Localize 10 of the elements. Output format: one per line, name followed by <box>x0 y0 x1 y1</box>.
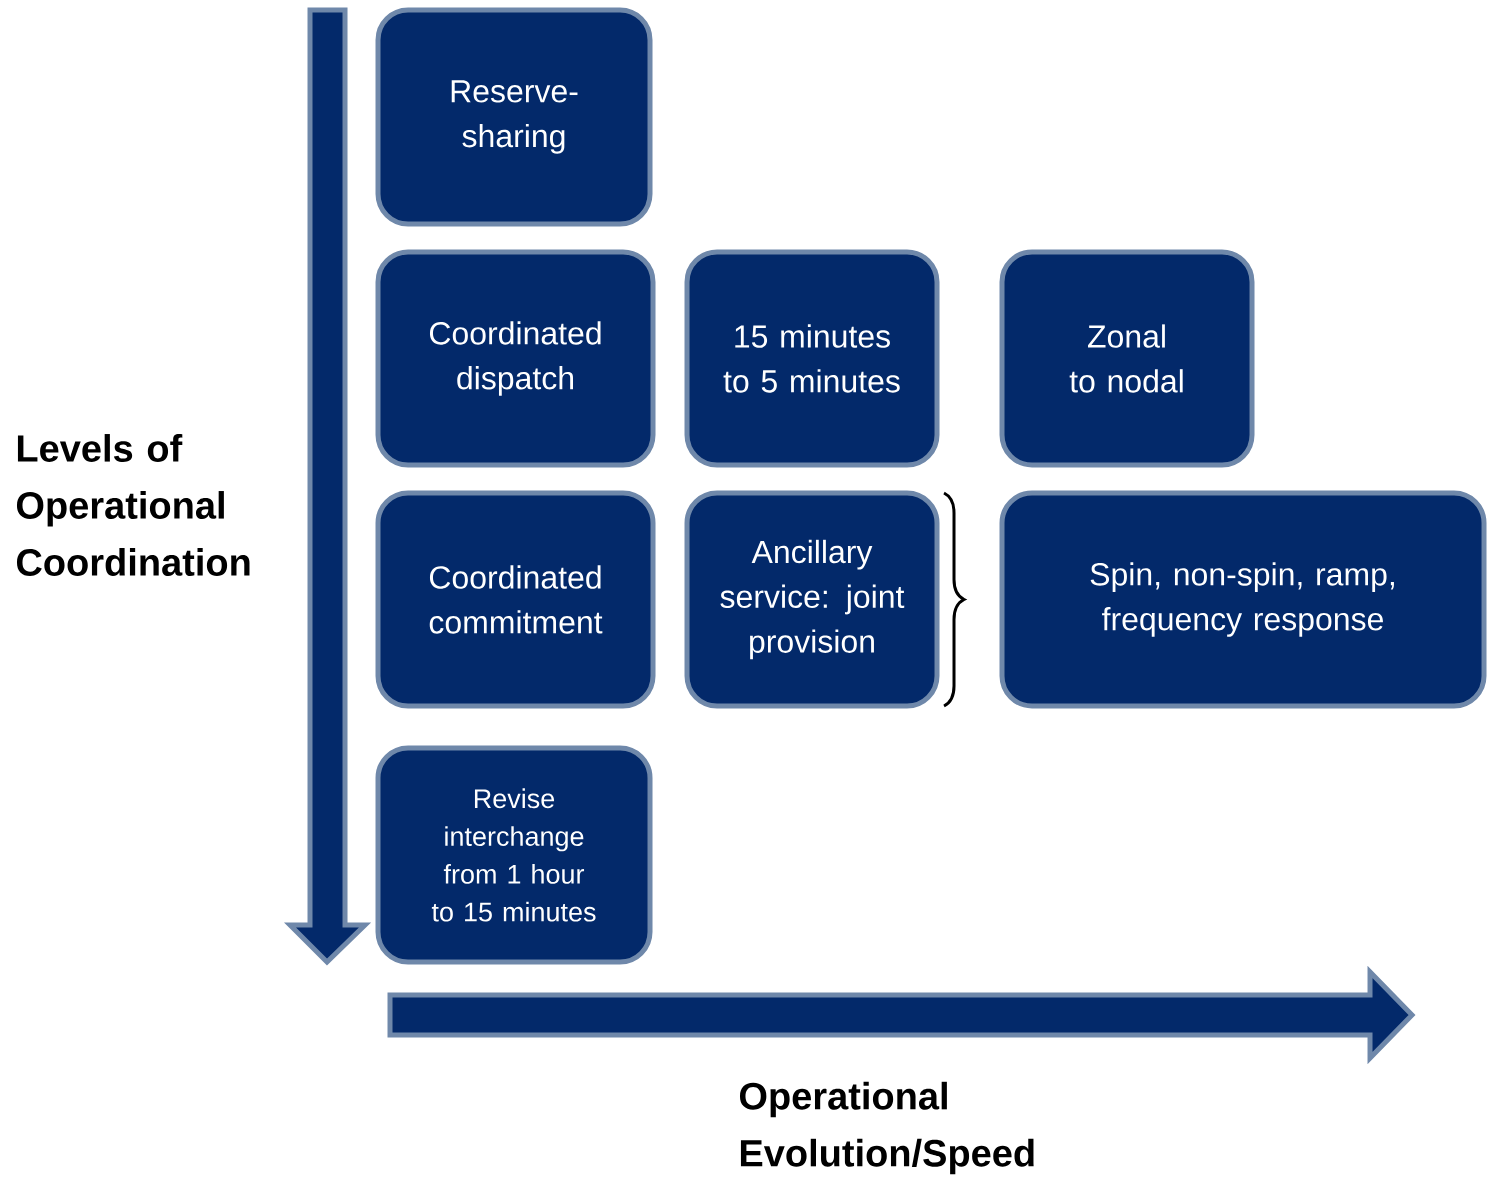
process-box: Ancillary service: joint provision <box>684 490 940 709</box>
process-box: Reserve-sharing <box>375 7 653 227</box>
process-box: Revise interchange from 1 hour to 15 minutes <box>375 745 653 965</box>
process-box: 15 minutes to 5 minutes <box>684 249 940 468</box>
process-box: Coordinated dispatch <box>375 249 656 468</box>
process-box: Coordinated commitment <box>375 490 656 709</box>
axis-label: Levels of Operational Coordination <box>16 434 250 576</box>
process-box: Spin, non-spin, ramp, frequency response <box>999 490 1487 709</box>
axis-label: Operational Evolution/Speed <box>740 1081 1034 1175</box>
process-box: Zonal to nodal <box>999 249 1255 468</box>
